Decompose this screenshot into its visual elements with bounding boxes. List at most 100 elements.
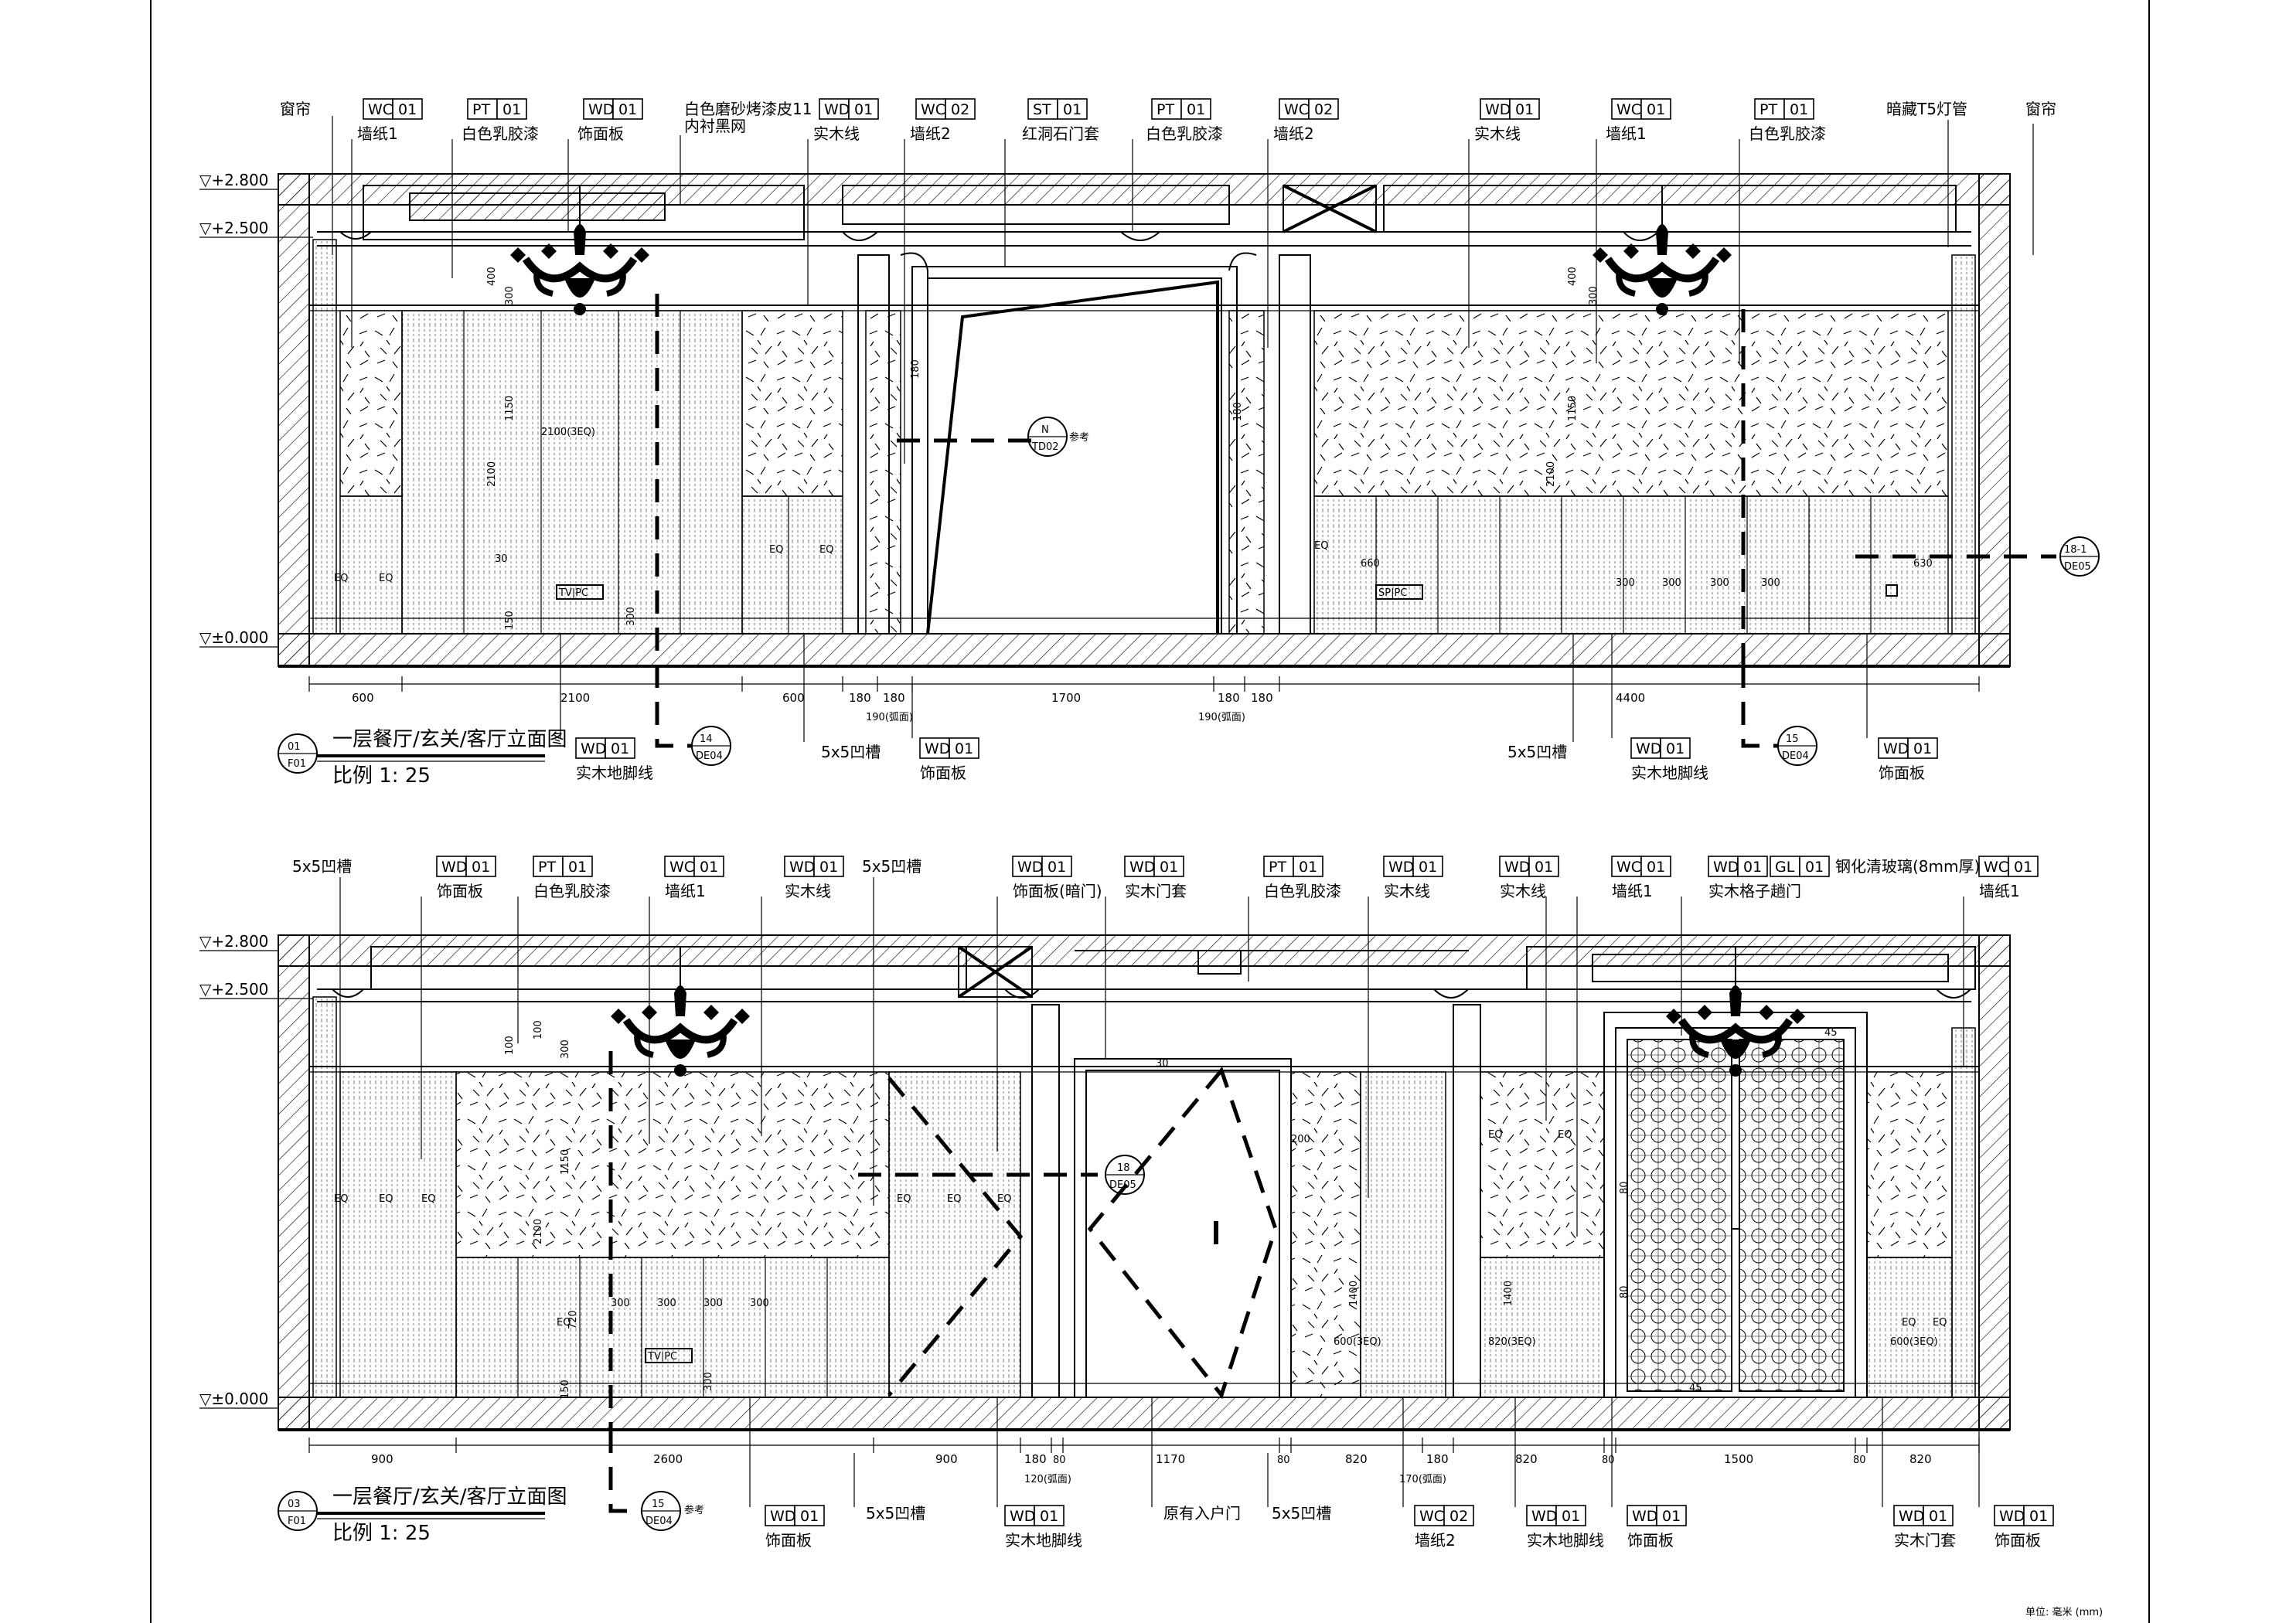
svg-text:01: 01 [854, 101, 873, 118]
svg-text:1170: 1170 [1156, 1452, 1185, 1466]
svg-text:300: 300 [504, 286, 516, 305]
svg-text:WD: WD [581, 740, 606, 757]
drawing-title-1: 01 F01 一层餐厅/玄关/客厅立面图 比例 1: 25 [278, 728, 567, 788]
svg-text:WD: WD [1999, 1508, 2025, 1525]
svg-text:01: 01 [819, 859, 838, 876]
svg-text:02: 02 [1314, 101, 1333, 118]
svg-text:02: 02 [951, 101, 969, 118]
tag-label: 5x5凹槽 [821, 743, 881, 761]
svg-text:01: 01 [2014, 859, 2032, 876]
svg-text:WD: WD [1632, 1508, 1657, 1525]
svg-text:EQ: EQ [421, 1193, 435, 1205]
svg-text:300: 300 [703, 1298, 723, 1309]
svg-text:EQ: EQ [897, 1193, 911, 1205]
svg-text:14: 14 [700, 733, 713, 745]
svg-text:EQ: EQ [1933, 1317, 1947, 1329]
svg-text:01: 01 [1647, 859, 1665, 876]
svg-text:300: 300 [1761, 577, 1780, 589]
svg-text:600(3EQ): 600(3EQ) [1334, 1336, 1381, 1348]
svg-text:01: 01 [1040, 1508, 1058, 1525]
tag-label: 墙纸2 [910, 124, 951, 143]
svg-text:PT: PT [1759, 101, 1777, 118]
floor-slab [278, 633, 2011, 667]
tag-label: 实木格子趟门 [1708, 882, 1801, 900]
svg-text:01: 01 [2029, 1508, 2048, 1525]
tag-label: 实木线 [813, 124, 860, 143]
svg-text:2100: 2100 [560, 691, 590, 705]
svg-text:01: 01 [1515, 101, 1534, 118]
svg-text:DE04: DE04 [696, 750, 723, 762]
svg-text:2100: 2100 [486, 461, 498, 487]
svg-text:EQ: EQ [334, 1193, 348, 1205]
svg-text:EQ: EQ [1558, 1129, 1572, 1141]
svg-text:01: 01 [1419, 859, 1437, 876]
svg-text:2100: 2100 [1545, 461, 1557, 487]
tag-label: 5x5凹槽 [862, 857, 921, 876]
svg-text:EQ: EQ [334, 573, 348, 584]
tag-label: 饰面板 [1627, 1531, 1674, 1550]
tag-label: 实木门套 [1894, 1531, 1956, 1550]
svg-text:100: 100 [504, 1036, 516, 1055]
svg-text:ST: ST [1033, 101, 1051, 118]
svg-text:15: 15 [652, 1499, 665, 1510]
svg-text:400: 400 [1567, 267, 1579, 286]
svg-text:80: 80 [1853, 1455, 1866, 1466]
svg-text:180: 180 [910, 359, 921, 379]
svg-text:DE04: DE04 [646, 1516, 673, 1527]
tag-label: 内衬黑网 [684, 117, 746, 135]
svg-text:EQ: EQ [557, 1317, 571, 1329]
svg-text:01: 01 [398, 101, 417, 118]
svg-text:170(弧面): 170(弧面) [1399, 1474, 1446, 1485]
svg-text:N: N [1041, 424, 1049, 436]
svg-text:01: 01 [1790, 101, 1808, 118]
svg-text:WC: WC [1616, 101, 1641, 118]
level-mark: ▽+2.500 [199, 219, 268, 237]
svg-text:参考: 参考 [684, 1504, 704, 1516]
tag-label: 实木线 [785, 882, 831, 900]
section-mark: 18-1 DE05 [2059, 536, 2100, 577]
section-mark: 15 DE04 参考 [608, 1430, 704, 1531]
svg-text:WD: WD [1485, 101, 1511, 118]
svg-text:EQ: EQ [1314, 540, 1328, 552]
svg-text:1150: 1150 [1567, 396, 1579, 421]
svg-text:300: 300 [1662, 577, 1681, 589]
svg-text:WD: WD [1636, 740, 1661, 757]
svg-text:EQ: EQ [947, 1193, 961, 1205]
svg-text:80: 80 [1277, 1455, 1290, 1466]
tag-label: 5x5凹槽 [292, 857, 352, 876]
svg-text:EQ: EQ [379, 573, 393, 584]
svg-text:660: 660 [1361, 558, 1380, 570]
svg-text:820: 820 [1909, 1452, 1932, 1466]
svg-text:45: 45 [1824, 1027, 1838, 1039]
svg-text:120(弧面): 120(弧面) [1024, 1474, 1071, 1485]
section-mark: 18 DE05 [1105, 1155, 1145, 1195]
svg-text:4400: 4400 [1616, 691, 1645, 705]
svg-text:PT: PT [1269, 859, 1286, 876]
svg-text:900: 900 [935, 1452, 958, 1466]
tag-label: 白色乳胶漆 [1749, 124, 1826, 143]
drawing-scale: 比例 1: 25 [332, 764, 431, 788]
tag-label: 饰面板 [1879, 764, 1925, 782]
svg-text:2100: 2100 [533, 1219, 544, 1244]
svg-text:300: 300 [1588, 286, 1599, 305]
floor-slab [278, 1397, 2011, 1431]
tag-label: 饰面板(暗门) [1013, 882, 1102, 900]
svg-text:WC: WC [669, 859, 694, 876]
svg-text:1500: 1500 [1724, 1452, 1753, 1466]
svg-text:80: 80 [1619, 1181, 1630, 1194]
tag-label: 实木线 [1474, 124, 1521, 143]
svg-text:EQ: EQ [997, 1193, 1011, 1205]
svg-text:01: 01 [502, 101, 521, 118]
svg-text:1150: 1150 [560, 1149, 571, 1175]
svg-text:720: 720 [567, 1310, 579, 1329]
svg-text:820: 820 [1515, 1452, 1538, 1466]
tag-label: 白色乳胶漆 [1264, 882, 1341, 900]
svg-text:01: 01 [1743, 859, 1762, 876]
tag-label: 墙纸1 [665, 882, 706, 900]
svg-text:01: 01 [1913, 740, 1932, 757]
svg-text:EQ: EQ [769, 544, 783, 556]
tag-label: 5x5凹槽 [866, 1504, 925, 1523]
svg-text:400: 400 [486, 267, 498, 286]
